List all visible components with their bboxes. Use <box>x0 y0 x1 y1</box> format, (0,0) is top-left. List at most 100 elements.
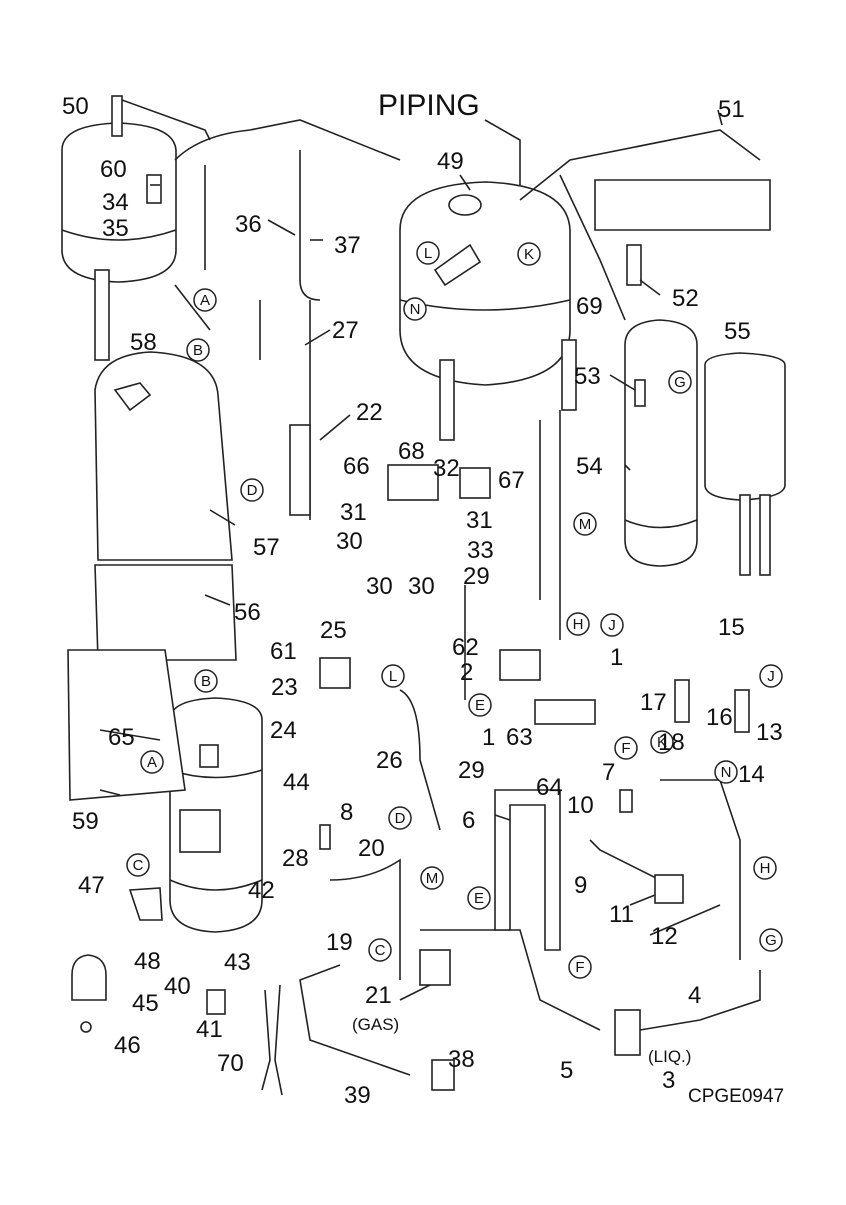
part-number-label: 16 <box>706 704 733 731</box>
connection-marker-label: E <box>474 890 484 907</box>
connection-marker-circle <box>614 736 638 760</box>
connection-marker-label: C <box>133 857 144 874</box>
part-number-label: 30 <box>408 573 435 600</box>
connection-marker-label: D <box>395 810 406 827</box>
connection-marker-circle <box>714 760 738 784</box>
connection-marker-label: D <box>247 482 258 499</box>
part-number-label: 40 <box>164 973 191 1000</box>
part-number-label: 2 <box>460 659 473 686</box>
connection-marker-label: H <box>760 860 771 877</box>
drawing-artwork <box>61 95 786 1096</box>
part-number-label: 60 <box>100 156 127 183</box>
insulation-jackets <box>67 351 237 801</box>
part-number-label: 30 <box>366 573 393 600</box>
connection-marker-label: F <box>575 959 584 976</box>
connection-marker-circle <box>573 512 597 536</box>
part-number-label: 30 <box>336 528 363 555</box>
part-number-label: 17 <box>640 689 667 716</box>
note-liq: (LIQ.) <box>648 1047 691 1066</box>
connection-marker-circle <box>467 886 491 910</box>
part-number-label: 4 <box>688 982 701 1009</box>
part-number-label: 51 <box>718 96 745 123</box>
part-number-label: 53 <box>574 363 601 390</box>
part-number-label: 10 <box>567 792 594 819</box>
connection-marker-circle <box>193 288 217 312</box>
part-number-label: 65 <box>108 724 135 751</box>
frame-6 <box>494 789 561 951</box>
part-number-label: 29 <box>458 757 485 784</box>
connection-marker-circle <box>753 856 777 880</box>
connection-marker-circle <box>566 612 590 636</box>
connection-marker-circle <box>759 664 783 688</box>
connection-marker-label: M <box>426 870 439 887</box>
part-number-label: 68 <box>398 438 425 465</box>
part-number-label: 47 <box>78 872 105 899</box>
part-number-label: 54 <box>576 453 603 480</box>
pipe-runs <box>174 119 771 1076</box>
part-number-label: 20 <box>358 835 385 862</box>
part-number-label: 35 <box>102 215 129 242</box>
connection-marker-label: F <box>621 740 630 757</box>
part-number-label: 64 <box>536 774 563 801</box>
connection-marker-label: B <box>201 673 211 690</box>
part-number-label: 6 <box>462 807 475 834</box>
connection-marker-label: N <box>410 301 421 318</box>
connection-marker-circle <box>650 730 674 754</box>
part-number-label: 46 <box>114 1032 141 1059</box>
connection-marker-circle <box>368 938 392 962</box>
part-number-label: 57 <box>253 534 280 561</box>
connection-marker-label: B <box>193 342 203 359</box>
part-number-label: 34 <box>102 189 129 216</box>
part-number-label: 62 <box>452 634 479 661</box>
connection-marker-circle <box>668 370 692 394</box>
connection-marker-circle <box>468 693 492 717</box>
connection-marker-label: H <box>573 616 584 633</box>
part-number-label: 37 <box>334 232 361 259</box>
connection-marker-circle <box>194 669 218 693</box>
part-number-label: 29 <box>463 563 490 590</box>
part-number-label: 69 <box>576 293 603 320</box>
part-number-label: 50 <box>62 93 89 120</box>
drawing-code: CPGE0947 <box>688 1086 784 1107</box>
part-number-label: 1 <box>610 644 623 671</box>
part-number-label: 12 <box>651 923 678 950</box>
part-number-label: 42 <box>248 877 275 904</box>
part-number-label: 33 <box>467 537 494 564</box>
part-number-label: 19 <box>326 929 353 956</box>
part-number-label: 18 <box>658 729 685 756</box>
part-number-label: 48 <box>134 948 161 975</box>
connection-marker-circle <box>420 866 444 890</box>
part-number-label: 45 <box>132 990 159 1017</box>
tank-49 <box>399 181 577 441</box>
connection-marker-circle <box>381 664 405 688</box>
part-number-label: 31 <box>466 507 493 534</box>
part-number-label: 22 <box>356 399 383 426</box>
connection-marker-circle <box>517 242 541 266</box>
tank-50 <box>61 95 211 361</box>
part-number-label: 15 <box>718 614 745 641</box>
part-number-label: 63 <box>506 724 533 751</box>
connection-marker-circle <box>403 297 427 321</box>
connection-marker-circle <box>600 613 624 637</box>
connection-marker-circle <box>416 241 440 265</box>
connection-marker-label: J <box>767 668 775 685</box>
connection-marker-label: K <box>524 246 534 263</box>
leader-lines <box>99 109 723 1001</box>
tank-55 <box>704 352 786 576</box>
connection-marker-circle <box>140 750 164 774</box>
connection-marker-label: N <box>721 764 732 781</box>
compressor <box>169 697 263 1015</box>
connection-marker-label: G <box>674 374 686 391</box>
part-number-label: 38 <box>448 1046 475 1073</box>
part-number-label: 41 <box>196 1016 223 1043</box>
connection-marker-label: C <box>375 942 386 959</box>
connection-marker-circle <box>388 806 412 830</box>
part-number-label: 39 <box>344 1082 371 1109</box>
connection-marker-circle <box>568 955 592 979</box>
part-number-label: 24 <box>270 717 297 744</box>
part-number-label: 14 <box>738 761 765 788</box>
connection-marker-circle <box>186 338 210 362</box>
part-number-label: 26 <box>376 747 403 774</box>
part-number-label: 31 <box>340 499 367 526</box>
part-number-label: 5 <box>560 1057 573 1084</box>
